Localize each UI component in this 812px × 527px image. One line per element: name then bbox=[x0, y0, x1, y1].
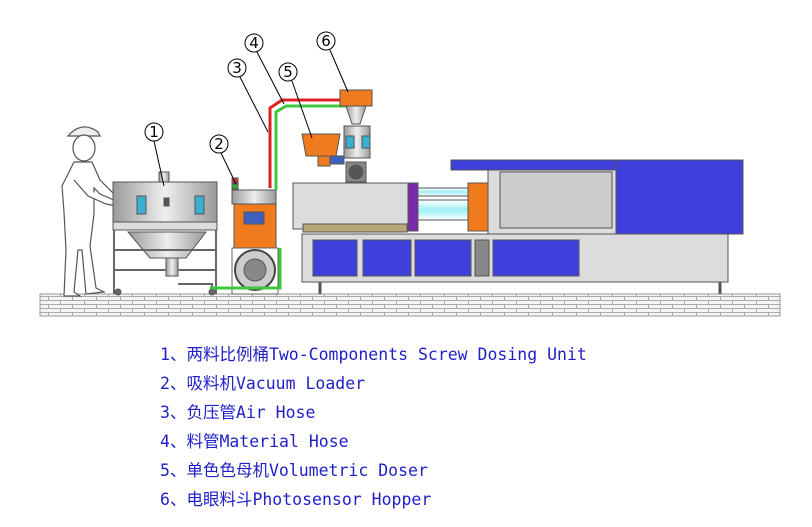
injection-unit bbox=[292, 182, 412, 233]
operator-figure bbox=[61, 126, 119, 297]
floor-bricks bbox=[39, 293, 781, 317]
callout-2: 2 bbox=[209, 134, 237, 185]
svg-text:2: 2 bbox=[214, 135, 224, 153]
svg-text:4: 4 bbox=[249, 34, 259, 52]
air-hose bbox=[268, 98, 345, 188]
callout-4: 4 bbox=[244, 33, 285, 105]
material-hose-lower bbox=[210, 248, 282, 290]
legend: 1、两料比例桶Two-Components Screw Dosing Unit … bbox=[160, 340, 587, 514]
svg-text:5: 5 bbox=[283, 63, 293, 81]
legend-item-5: 5、单色色母机Volumetric Doser bbox=[160, 461, 428, 480]
injection-molding-diagram: 1 2 3 4 5 6 bbox=[39, 31, 781, 317]
volumetric-doser bbox=[301, 133, 345, 167]
legend-item-4: 4、料管Material Hose bbox=[160, 432, 349, 451]
legend-item-6: 6、电眼料斗Photosensor Hopper bbox=[160, 490, 432, 509]
callout-5: 5 bbox=[278, 62, 313, 139]
machine-base bbox=[301, 233, 729, 294]
svg-text:6: 6 bbox=[321, 32, 331, 50]
svg-text:1: 1 bbox=[149, 123, 159, 141]
clamping-unit bbox=[407, 159, 744, 235]
callout-6: 6 bbox=[316, 31, 349, 93]
callout-3: 3 bbox=[227, 58, 269, 133]
legend-item-1: 1、两料比例桶Two-Components Screw Dosing Unit bbox=[160, 345, 587, 364]
photosensor-hopper bbox=[339, 89, 373, 183]
material-hose bbox=[274, 104, 350, 190]
svg-text:3: 3 bbox=[232, 59, 242, 77]
legend-item-2: 2、吸料机Vacuum Loader bbox=[160, 374, 366, 393]
legend-item-3: 3、负压管Air Hose bbox=[160, 403, 316, 422]
callout-1: 1 bbox=[144, 122, 165, 187]
vacuum-loader bbox=[231, 177, 279, 295]
dosing-unit bbox=[112, 171, 218, 296]
